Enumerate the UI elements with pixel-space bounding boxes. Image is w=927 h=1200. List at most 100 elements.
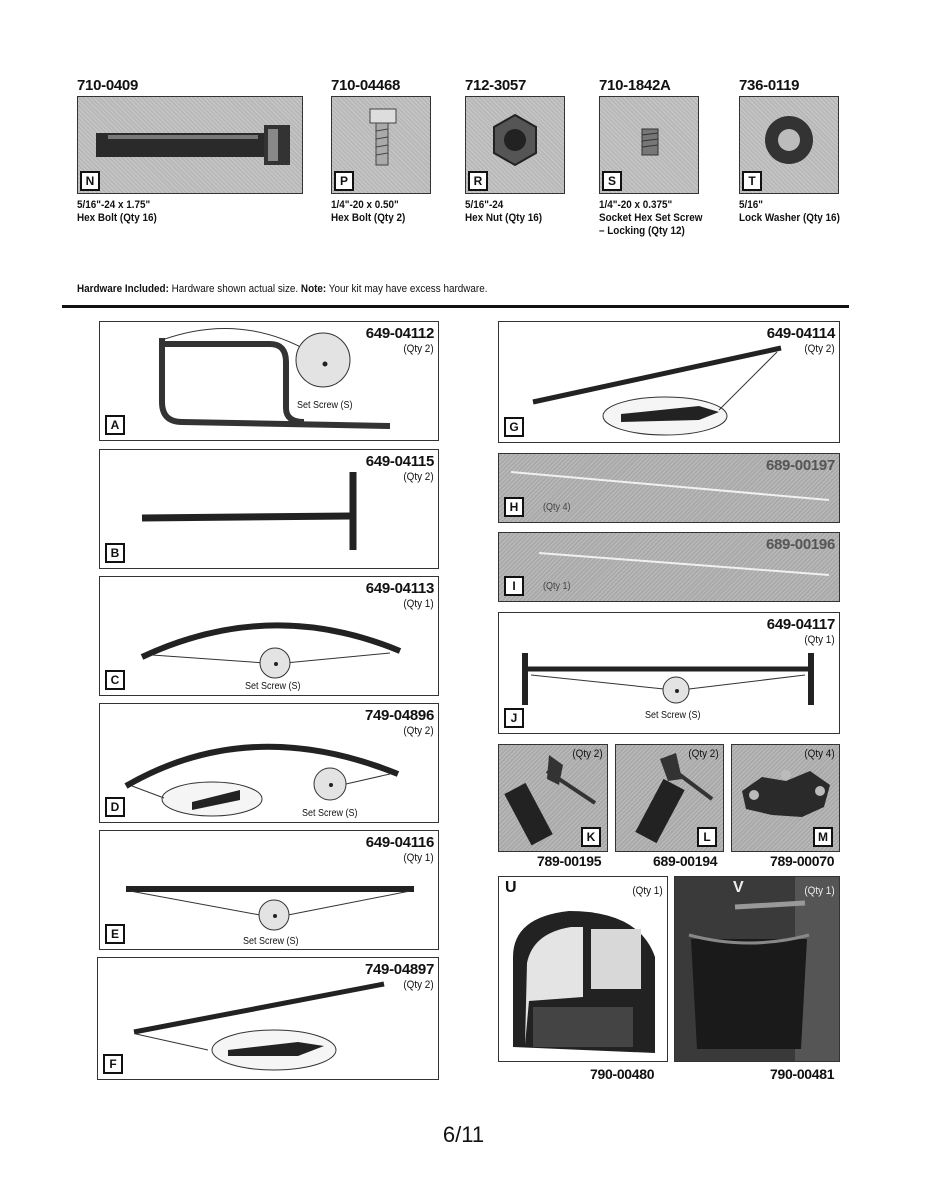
hardware-photo: N bbox=[77, 96, 303, 194]
curved-bar-icon bbox=[140, 622, 402, 679]
hardware-item-n: 710-0409 N 5/16"-24 x 1.75" Hex Bolt (Qt… bbox=[77, 78, 303, 225]
part-v: V (Qty 1) bbox=[674, 876, 840, 1062]
part-qty: (Qty 4) bbox=[804, 748, 835, 760]
part-qty: (Qty 1) bbox=[403, 852, 434, 864]
part-number: 710-04468 bbox=[331, 77, 401, 94]
part-number-u: 790-00480 bbox=[590, 1066, 655, 1082]
part-number: 710-0409 bbox=[77, 77, 138, 94]
letter-tag: J bbox=[504, 708, 524, 728]
letter-tag: M bbox=[813, 827, 833, 847]
part-k: (Qty 2) K bbox=[498, 744, 608, 852]
part-number: 649-04117 bbox=[766, 616, 836, 633]
part-number: 736-0119 bbox=[739, 77, 800, 94]
letter-tag: R bbox=[468, 171, 488, 191]
hardware-desc-size: 5/16"-24 bbox=[465, 199, 504, 211]
part-i: 689-00196 (Qty 1) I bbox=[498, 532, 840, 602]
letter-tag: P bbox=[334, 171, 354, 191]
wire-icon bbox=[510, 471, 830, 501]
hardware-desc-size: 5/16"-24 x 1.75" bbox=[77, 199, 151, 211]
part-qty: (Qty 2) bbox=[403, 343, 434, 355]
hardware-desc-name: Socket Hex Set Screw bbox=[599, 212, 703, 224]
part-b: 649-04115 (Qty 2) B bbox=[99, 449, 439, 569]
hardware-photo: S bbox=[599, 96, 699, 194]
part-number: 649-04116 bbox=[365, 834, 435, 851]
hardware-item-s: 710-1842A S 1/4"-20 x 0.375" Socket Hex … bbox=[599, 77, 703, 238]
part-c: 649-04113 (Qty 1) Set Screw (S) C bbox=[99, 576, 439, 696]
letter-label: U bbox=[505, 879, 517, 896]
curved-tube-icon bbox=[124, 743, 400, 817]
part-qty: (Qty 2) bbox=[688, 748, 719, 760]
page-number: 6/11 bbox=[442, 1122, 485, 1147]
hex-nut-icon bbox=[493, 113, 537, 167]
hardware-desc-size: 1/4"-20 x 0.50" bbox=[331, 199, 399, 211]
part-g: 649-04114 (Qty 2) G bbox=[498, 321, 840, 443]
part-number: 689-00196 bbox=[765, 536, 835, 553]
letter-tag: H bbox=[504, 497, 524, 517]
hardware-photo: R bbox=[465, 96, 565, 194]
bracket-pin-icon bbox=[504, 755, 597, 846]
set-screw-label: Set Screw (S) bbox=[245, 681, 301, 692]
letter-tag: L bbox=[697, 827, 717, 847]
letter-label: V bbox=[733, 879, 744, 896]
part-qty: (Qty 1) bbox=[403, 598, 434, 610]
letter-tag: I bbox=[504, 576, 524, 596]
letter-tag: K bbox=[581, 827, 601, 847]
note-text-2: Your kit may have excess hardware. bbox=[326, 283, 488, 295]
hardware-desc-name: Lock Washer (Qty 16) bbox=[739, 212, 840, 224]
part-qty: (Qty 2) bbox=[403, 471, 434, 483]
note-label-2: Note: bbox=[300, 283, 327, 295]
small-hex-bolt-icon bbox=[369, 108, 397, 166]
part-qty: (Qty 1) bbox=[804, 634, 835, 646]
part-qty: (Qty 2) bbox=[804, 343, 835, 355]
part-j: 649-04117 (Qty 1) Set Screw (S) J bbox=[498, 612, 840, 734]
part-qty: (Qty 2) bbox=[403, 979, 434, 991]
hardware-photo: T bbox=[739, 96, 839, 194]
part-h: 689-00197 (Qty 4) H bbox=[498, 453, 840, 523]
letter-tag: E bbox=[105, 924, 125, 944]
part-number: 649-04114 bbox=[766, 325, 836, 342]
bracket-pin-icon bbox=[635, 753, 714, 844]
set-screw-label: Set Screw (S) bbox=[302, 808, 358, 819]
part-number: 649-04115 bbox=[365, 453, 435, 470]
letter-tag: G bbox=[504, 417, 524, 437]
storage-bag-icon bbox=[675, 877, 839, 1061]
part-number-m: 789-00070 bbox=[770, 853, 835, 869]
t-bar-icon bbox=[141, 472, 357, 550]
rod-icon bbox=[532, 345, 782, 436]
letter-tag: B bbox=[105, 543, 125, 563]
part-number: 749-04897 bbox=[364, 961, 434, 978]
part-a: 649-04112 (Qty 2) Set Screw (S) A bbox=[99, 321, 439, 441]
part-number-k: 789-00195 bbox=[537, 853, 602, 869]
hardware-desc-size: 5/16" bbox=[739, 199, 763, 211]
hardware-desc-size: 1/4"-20 x 0.375" bbox=[599, 199, 673, 211]
part-number-v: 790-00481 bbox=[770, 1066, 835, 1082]
letter-tag: D bbox=[105, 797, 125, 817]
tube-rod-icon bbox=[133, 981, 385, 1071]
note-text: Hardware shown actual size. bbox=[168, 283, 301, 295]
letter-tag: A bbox=[105, 415, 125, 435]
part-u: U (Qty 1) bbox=[498, 876, 668, 1062]
crossbar-icon bbox=[522, 653, 814, 705]
part-qty: (Qty 1) bbox=[543, 581, 571, 592]
hardware-desc-name-cont: – Locking (Qty 12) bbox=[599, 225, 685, 237]
part-number-l: 689-00194 bbox=[653, 853, 718, 869]
part-number: 649-04112 bbox=[365, 325, 435, 342]
set-screw-label: Set Screw (S) bbox=[645, 710, 701, 721]
handle-frame-icon bbox=[159, 328, 391, 429]
section-divider bbox=[62, 305, 849, 308]
wire-icon bbox=[538, 552, 830, 576]
set-screw-label: Set Screw (S) bbox=[243, 936, 299, 947]
hardware-desc-name: Hex Bolt (Qty 2) bbox=[331, 212, 406, 224]
part-d: 749-04896 (Qty 2) Set Screw (S) D bbox=[99, 703, 439, 823]
part-qty: (Qty 2) bbox=[572, 748, 603, 760]
weather-cab-icon bbox=[499, 877, 667, 1061]
hardware-desc-name: Hex Bolt (Qty 16) bbox=[77, 212, 157, 224]
straight-bar-icon bbox=[126, 886, 414, 931]
part-number: 712-3057 bbox=[465, 77, 526, 94]
part-number: 649-04113 bbox=[365, 580, 435, 597]
part-qty: (Qty 4) bbox=[543, 502, 571, 513]
hardware-item-t: 736-0119 T 5/16" Lock Washer (Qty 16) bbox=[739, 77, 840, 225]
part-number: 710-1842A bbox=[599, 77, 671, 94]
part-qty: (Qty 1) bbox=[804, 885, 835, 897]
part-qty: (Qty 2) bbox=[403, 725, 434, 737]
